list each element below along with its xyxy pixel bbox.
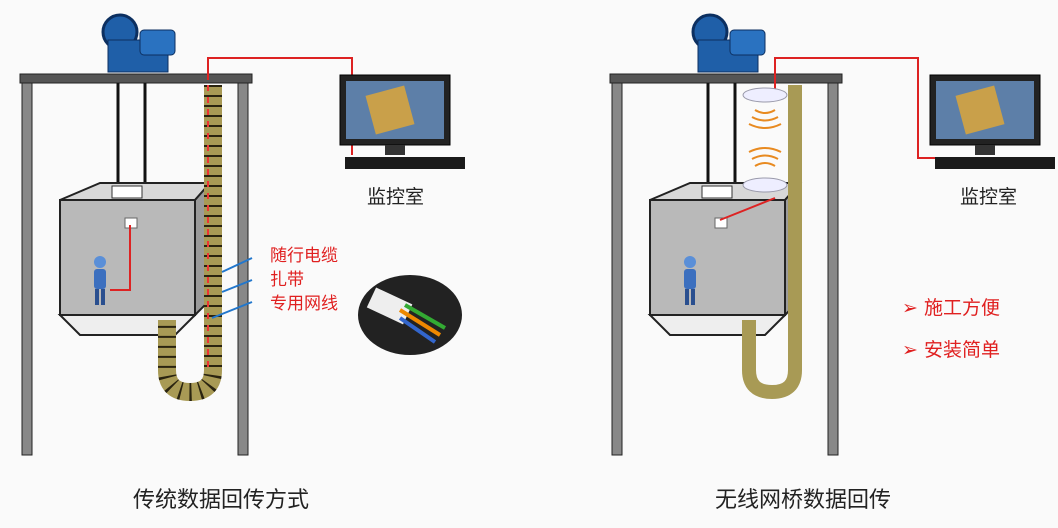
- bullet-arrow-icon: ➢: [902, 297, 918, 319]
- wireless-bridge-top-icon: [742, 87, 788, 103]
- right-monitor-icon: [929, 74, 1056, 170]
- left-caption: 传统数据回传方式: [133, 488, 310, 513]
- cable-tie-label: 扎带: [270, 270, 304, 290]
- network-cable-photo: [358, 275, 462, 355]
- wireless-bridge-bottom-icon: [742, 177, 788, 193]
- left-monitor-icon: [339, 74, 466, 170]
- right-monitor-room-label: 监控室: [960, 186, 1018, 208]
- dedicated-network-cable-label: 专用网线: [270, 294, 338, 314]
- left-network-cable: [207, 57, 353, 155]
- bullet-arrow-icon: ➢: [902, 339, 918, 361]
- label-arrows: [211, 257, 253, 319]
- bullet-easy-construction: ➢ 施工方便: [902, 293, 1000, 320]
- right-network-cable: [774, 57, 938, 159]
- left-monitor-room-label: 监控室: [367, 186, 425, 208]
- traveling-cable-label: 随行电缆: [270, 246, 338, 266]
- bullet-text: 施工方便: [923, 297, 1000, 319]
- right-elevator-shaft: [608, 13, 844, 457]
- bullet-text: 安装简单: [923, 339, 1000, 361]
- bullet-easy-installation: ➢ 安装简单: [902, 335, 1000, 362]
- wireless-signal-icon: [748, 109, 782, 167]
- right-traveling-cable: [742, 85, 802, 400]
- right-caption: 无线网桥数据回传: [715, 488, 892, 513]
